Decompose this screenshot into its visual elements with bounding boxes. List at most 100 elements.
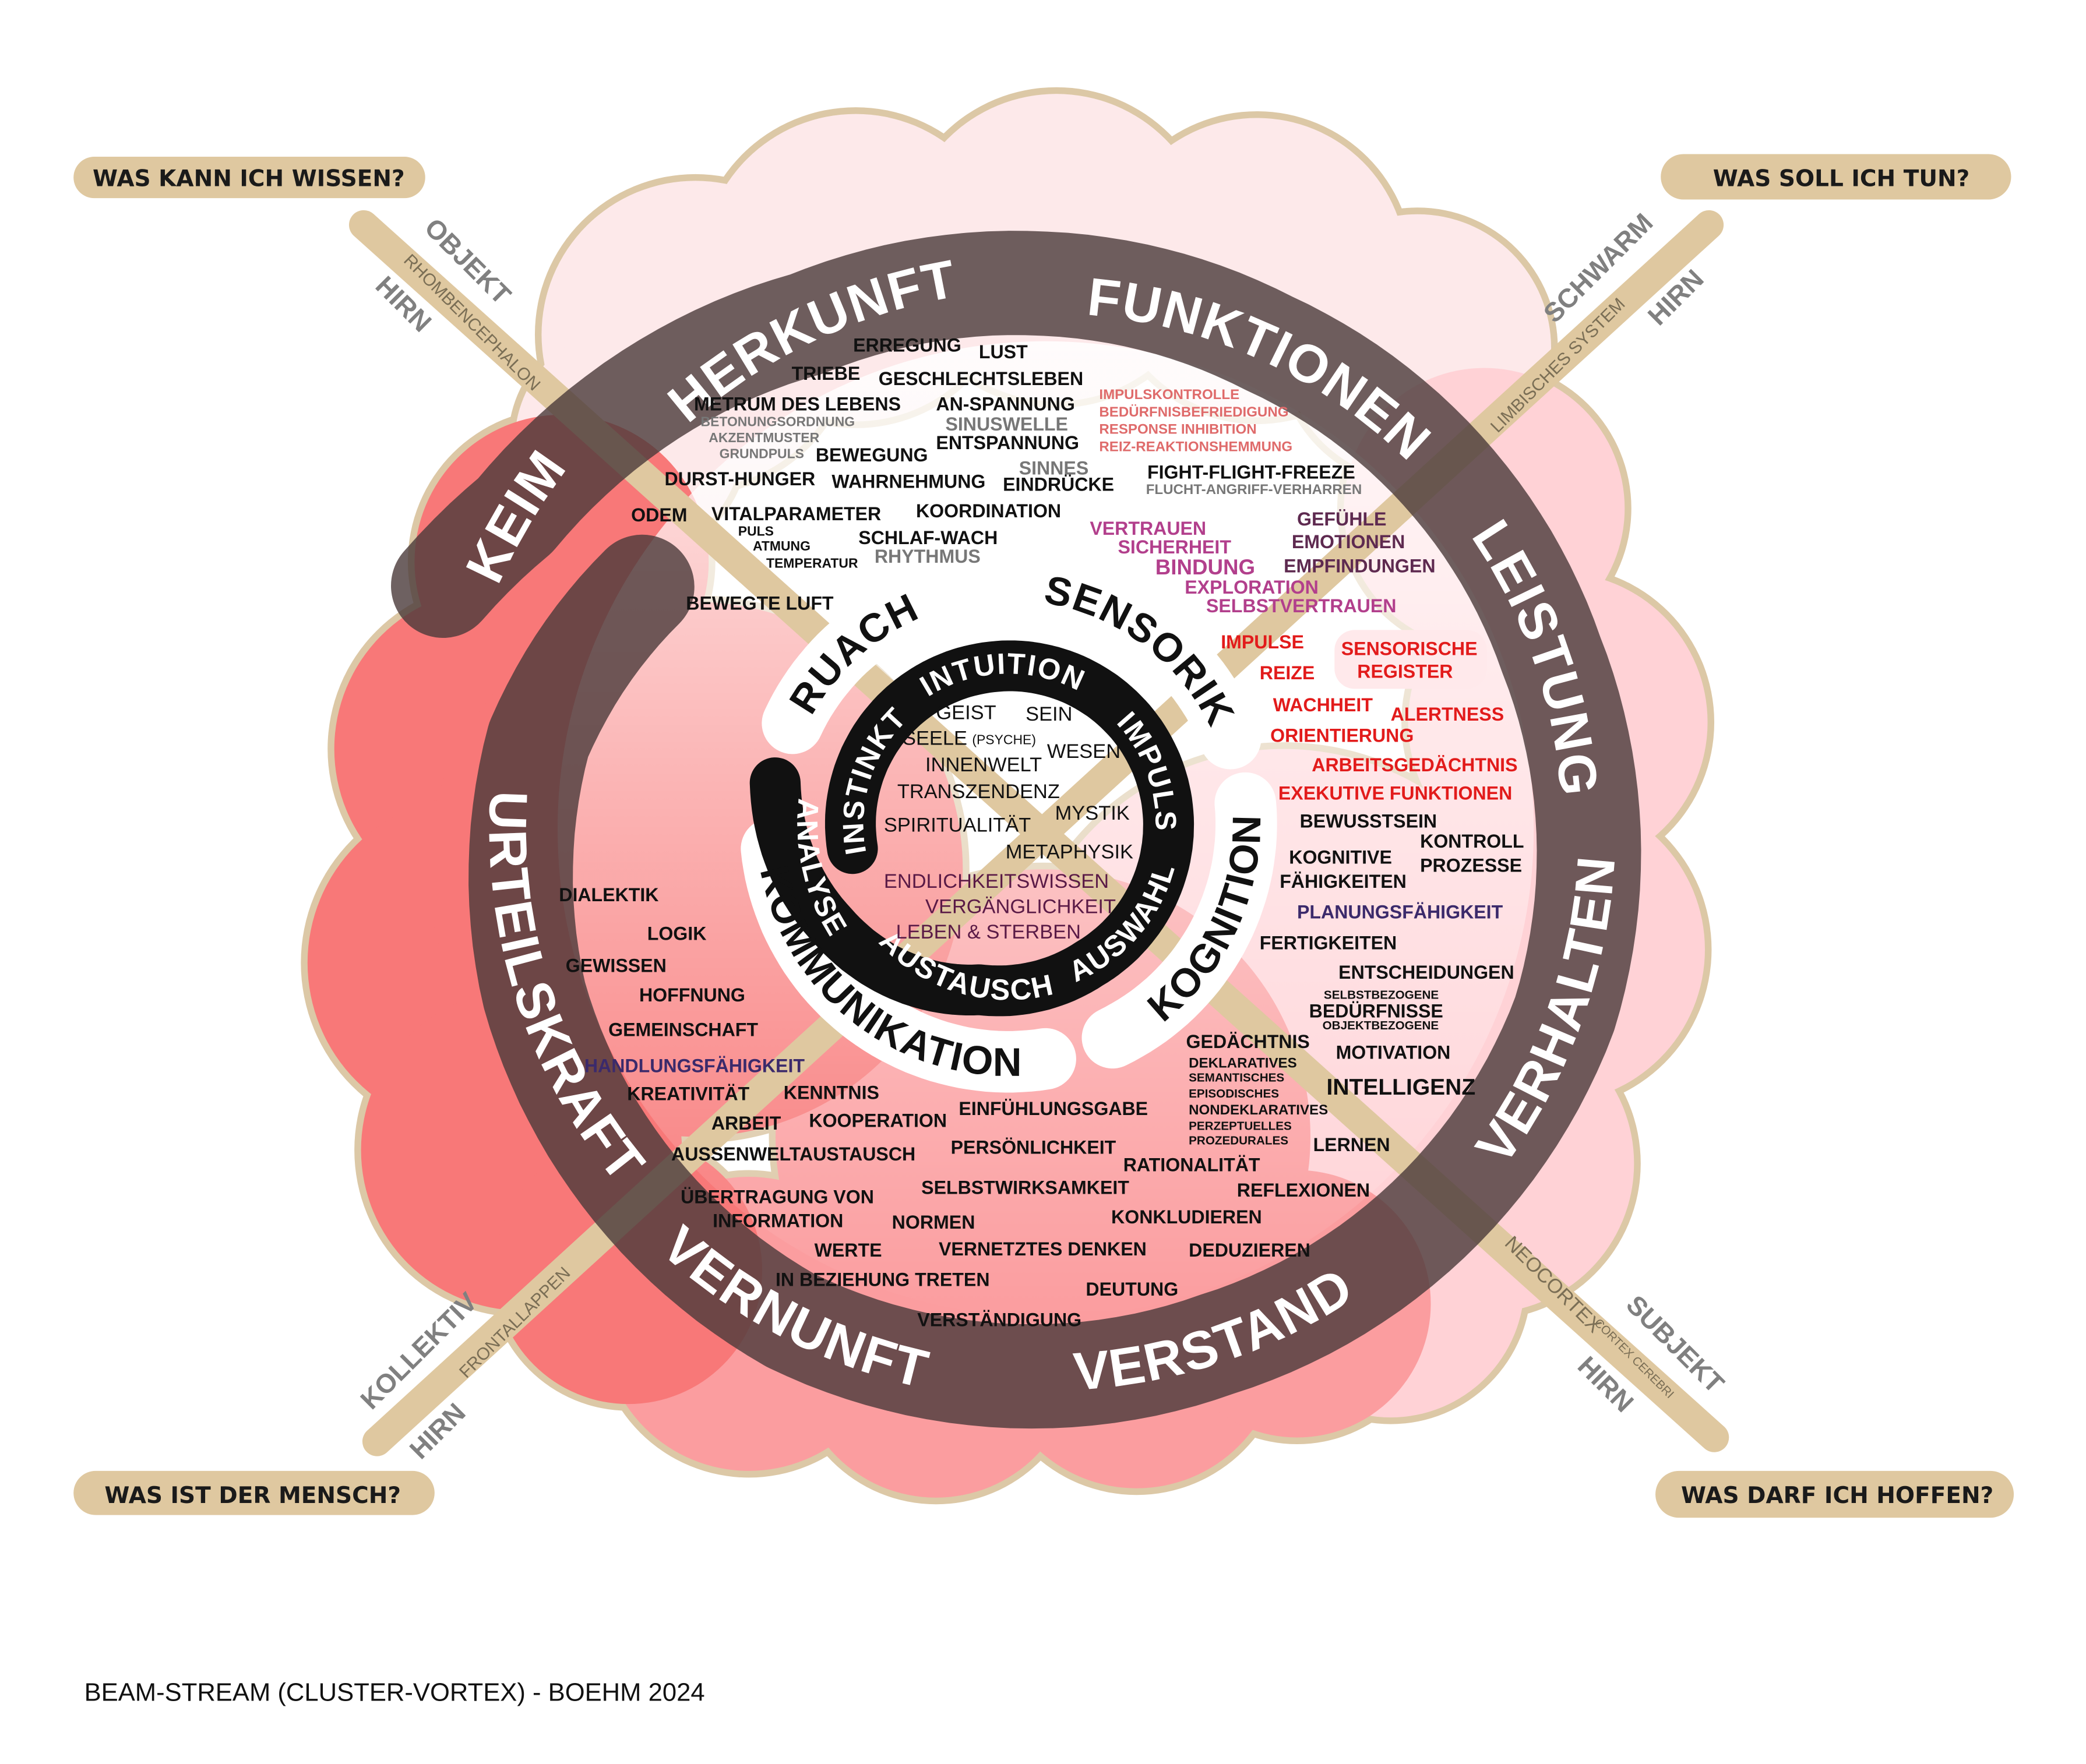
concept-word-temperatur: TEMPERATUR (766, 556, 858, 571)
concept-word-planungsfähigkeit: PLANUNGSFÄHIGKEIT (1297, 902, 1503, 923)
concept-word-rationalität: RATIONALITÄT (1123, 1154, 1260, 1175)
concept-word-intelligenz: INTELLIGENZ (1327, 1075, 1476, 1100)
concept-word-psyche: (PSYCHE) (972, 732, 1036, 747)
concept-word-kreativität: KREATIVITÄT (627, 1084, 749, 1105)
concept-word-register: REGISTER (1357, 661, 1453, 682)
concept-word-fight-flight-freeze: FIGHT-FLIGHT-FREEZE (1147, 462, 1355, 483)
concept-word-orientierung: ORIENTIERUNG (1270, 725, 1414, 746)
concept-word-transzendenz: TRANSZENDENZ (897, 781, 1060, 803)
concept-word-impulskontrolle: IMPULSKONTROLLE (1099, 387, 1239, 403)
concept-word-deutung: DEUTUNG (1086, 1279, 1178, 1300)
concept-word-gefühle: GEFÜHLE (1297, 509, 1386, 530)
concept-word-kooperation: KOOPERATION (809, 1110, 947, 1131)
concept-word-bewegte-luft: BEWEGTE LUFT (686, 593, 834, 614)
question-pill-top-left: WAS KANN ICH WISSEN? (73, 157, 425, 199)
question-was-soll-ich-tun: WAS SOLL ICH TUN? (1713, 166, 1970, 192)
concept-word-metrum-des-lebens: METRUM DES LEBENS (694, 394, 901, 415)
concept-word-bedürfnisse: BEDÜRFNISSE (1309, 1000, 1443, 1021)
question-was-kann-ich-wissen: WAS KANN ICH WISSEN? (93, 166, 405, 192)
concept-word-bewegung: BEWEGUNG (816, 444, 928, 465)
outer-vortex-ring (391, 231, 1641, 1429)
concept-word-atmung: ATMUNG (753, 538, 811, 553)
concept-word-deduzieren: DEDUZIEREN (1189, 1240, 1310, 1261)
concept-word-semantisches: SEMANTISCHES (1189, 1071, 1284, 1085)
concept-word-prozedurales: PROZEDURALES (1189, 1134, 1288, 1148)
concept-word-lernen: LERNEN (1313, 1134, 1390, 1155)
concept-word-geist: GEIST (936, 702, 996, 724)
sensorische-register-box (1334, 630, 1487, 689)
concept-word-reiz-reaktionshemmung: REIZ-REAKTIONSHEMMUNG (1099, 439, 1292, 455)
concept-word-objektbezogene: OBJEKTBEZOGENE (1323, 1019, 1439, 1032)
concept-word-metaphysik: METAPHYSIK (1006, 841, 1133, 863)
question-pill-bottom-right: WAS DARF ICH HOFFEN? (1655, 1470, 2014, 1518)
concept-word-betonungsordnung: BETONUNGSORDNUNG (701, 414, 855, 429)
concept-word-erregung: ERREGUNG (853, 335, 961, 356)
concept-word-episodisches: EPISODISCHES (1189, 1087, 1279, 1100)
concept-word-fähigkeiten: FÄHIGKEITEN (1280, 871, 1407, 892)
concept-word-handlungsfähigkeit: HANDLUNGSFÄHIGKEIT (584, 1056, 805, 1077)
vortex-rings (391, 231, 1641, 1429)
concept-word-vitalparameter: VITALPARAMETER (711, 503, 881, 524)
question-pill-top-right: WAS SOLL ICH TUN? (1661, 154, 2011, 200)
concept-word-übertragung-von: ÜBERTRAGUNG VON (681, 1186, 874, 1207)
concept-word-reize: REIZE (1260, 662, 1315, 683)
concept-word-eindrücke: EINDRÜCKE (1003, 474, 1114, 495)
concept-word-sein: SEIN (1026, 703, 1072, 725)
concept-word-konkludieren: KONKLUDIEREN (1111, 1206, 1262, 1227)
concept-word-motivation: MOTIVATION (1336, 1042, 1451, 1063)
concept-word-odem: ODEM (631, 504, 687, 525)
concept-word-gemeinschaft: GEMEINSCHAFT (608, 1019, 758, 1040)
concept-word-response-inhibition: RESPONSE INHIBITION (1099, 422, 1256, 438)
concept-word-flucht-angriff-verharren: FLUCHT-ANGRIFF-VERHARREN (1146, 482, 1362, 498)
concept-word-fertigkeiten: FERTIGKEITEN (1260, 932, 1397, 953)
concept-word-gedächtnis: GEDÄCHTNIS (1186, 1031, 1310, 1052)
concept-word-vernetztes-denken: VERNETZTES DENKEN (939, 1239, 1147, 1260)
concept-word-perzeptuelles: PERZEPTUELLES (1189, 1119, 1292, 1133)
concept-word-grundpuls: GRUNDPULS (720, 446, 804, 461)
concept-word-exploration: EXPLORATION (1185, 577, 1319, 598)
question-was-darf-ich-hoffen: WAS DARF ICH HOFFEN? (1681, 1483, 1993, 1509)
concept-word-impulse: IMPULSE (1221, 631, 1304, 652)
concept-word-arbeitsgedächtnis: ARBEITSGEDÄCHTNIS (1312, 754, 1517, 775)
question-was-ist-der-mensch: WAS IST DER MENSCH? (104, 1483, 401, 1509)
concept-word-sensorische: SENSORISCHE (1341, 638, 1478, 659)
concept-word-entscheidungen: ENTSCHEIDUNGEN (1338, 962, 1514, 983)
concept-word-leben-sterben: LEBEN & STERBEN (896, 921, 1081, 943)
inner-vortex-ring (749, 640, 1194, 1017)
concept-word-wesen: WESEN (1047, 740, 1120, 763)
concept-word-bindung: BINDUNG (1155, 555, 1255, 579)
concept-word-deklaratives: DEKLARATIVES (1189, 1055, 1297, 1071)
concept-word-rhythmus: RHYTHMUS (875, 546, 981, 567)
concept-word-selbstbezogene: SELBSTBEZOGENE (1324, 988, 1439, 1001)
concept-word-aussenweltaustausch: AUSSENWELTAUSTAUSCH (671, 1144, 915, 1165)
middle-ring-segment-sensorik (998, 556, 1262, 770)
concept-word-hoffnung: HOFFNUNG (639, 985, 745, 1006)
question-pill-bottom-left: WAS IST DER MENSCH? (73, 1470, 435, 1515)
middle-ring-segment-kognition (1081, 772, 1277, 1069)
concept-word-an-spannung: AN-SPANNUNG (936, 394, 1074, 415)
concept-word-bedürfnisbefriedigung: BEDÜRFNISBEFRIEDIGUNG (1099, 404, 1288, 420)
concept-word-logik: LOGIK (647, 923, 707, 944)
concept-word-koordination: KOORDINATION (916, 500, 1061, 521)
concept-word-reflexionen: REFLEXIONEN (1237, 1180, 1370, 1201)
concept-word-information: INFORMATION (713, 1211, 843, 1232)
concept-word-prozesse: PROZESSE (1420, 855, 1522, 876)
concept-word-nondeklaratives: NONDEKLARATIVES (1189, 1102, 1328, 1118)
concept-word-endlichkeitswissen: ENDLICHKEITSWISSEN (884, 870, 1109, 892)
concept-word-innenwelt: INNENWELT (925, 754, 1042, 776)
concept-word-sinuswelle: SINUSWELLE (945, 414, 1068, 435)
concept-word-gewissen: GEWISSEN (566, 955, 667, 976)
concept-word-empfindungen: EMPFINDUNGEN (1284, 555, 1435, 576)
concept-word-vertrauen: VERTRAUEN (1090, 518, 1206, 539)
concept-word-seele: SEELE (903, 727, 967, 749)
concept-word-wahrnehmung: WAHRNEHMUNG (831, 471, 985, 492)
concept-word-persönlichkeit: PERSÖNLICHKEIT (951, 1137, 1116, 1158)
concept-word-exekutive-funktionen: EXEKUTIVE FUNKTIONEN (1278, 782, 1512, 803)
concept-word-selbstwirksamkeit: SELBSTWIRKSAMKEIT (921, 1177, 1129, 1198)
concept-word-mystik: MYSTIK (1055, 802, 1130, 824)
concept-word-lust: LUST (979, 341, 1028, 362)
concept-word-schlaf-wach: SCHLAF-WACH (858, 527, 998, 548)
concept-word-kenntnis: KENNTNIS (784, 1082, 879, 1103)
